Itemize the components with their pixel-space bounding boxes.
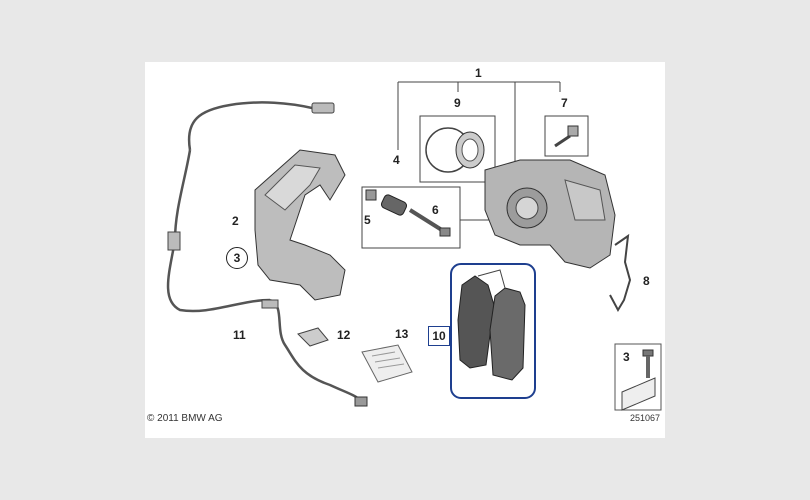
callout-12: 12 xyxy=(337,328,351,342)
callout-13: 13 xyxy=(395,327,409,341)
sensor-plug-upper xyxy=(311,102,335,114)
pads-highlight-frame xyxy=(450,263,536,399)
bleeder-box xyxy=(544,115,589,157)
guide-bolt-box xyxy=(361,186,461,249)
callout-3: 3 xyxy=(226,247,248,269)
wear-sensor-plug xyxy=(354,396,368,407)
image-number: 251067 xyxy=(630,413,661,423)
wear-sensor-cable xyxy=(269,298,361,401)
callout-11: 11 xyxy=(233,328,246,342)
callout-8: 8 xyxy=(643,274,650,288)
clip-12 xyxy=(297,327,329,347)
grease-packet xyxy=(361,344,413,383)
brake-pad-outer xyxy=(489,287,526,381)
bushing xyxy=(365,189,377,201)
callout-9: 9 xyxy=(454,96,461,110)
callout-3-inset: 3 xyxy=(623,350,630,364)
sensor-cable-upper xyxy=(187,101,313,151)
callout-2: 2 xyxy=(232,214,239,228)
brake-pad-inner xyxy=(457,275,495,369)
sensor-cable-left xyxy=(166,149,271,313)
copyright-text: © 2011 BMW AG xyxy=(147,413,223,424)
callout-1-bracket xyxy=(397,81,561,165)
callout-10: 10 xyxy=(428,326,450,346)
callout-1: 1 xyxy=(475,66,482,80)
callout-7: 7 xyxy=(561,96,568,110)
guide-bolt xyxy=(408,208,447,234)
callout-4: 4 xyxy=(393,153,400,167)
inset-arrow xyxy=(621,377,656,411)
bleeder-valve xyxy=(567,125,579,137)
callout-6: 6 xyxy=(432,203,439,217)
callout-5: 5 xyxy=(364,213,371,227)
spring-clip xyxy=(609,233,632,313)
guide-sleeve xyxy=(380,194,408,216)
